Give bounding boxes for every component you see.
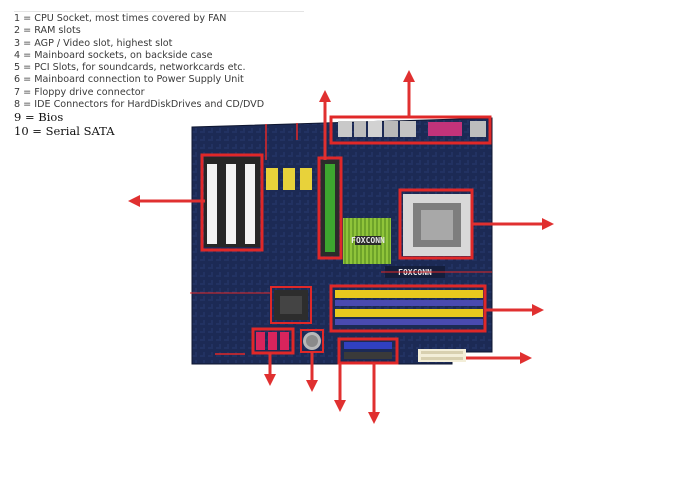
legend-item-bios: 9 = Bios — [14, 110, 64, 125]
arrow-right-cpu — [472, 218, 554, 230]
legend-item-ide-connectors: 8 = IDE Connectors for HardDiskDrives an… — [14, 99, 265, 111]
sata-connectors — [256, 332, 289, 350]
cmos-battery — [303, 332, 321, 350]
arrow-right-ram — [485, 304, 544, 316]
legend-item-ram-slots: 2 = RAM slots — [14, 25, 81, 37]
bios-chip-box — [270, 286, 312, 324]
power-connector — [418, 349, 466, 362]
yellow-headers — [266, 168, 312, 190]
serial-sata-box — [251, 327, 295, 355]
legend-item-power-connector: 6 = Mainboard connection to Power Supply… — [14, 74, 244, 86]
legend-item-floppy-connector: 7 = Floppy drive connector — [14, 86, 145, 98]
arrow-down-sata — [264, 353, 276, 386]
chipset-brand-label: FOXCONN — [351, 236, 385, 245]
ide-connectors-box — [337, 337, 399, 365]
arrow-down-battery — [306, 352, 318, 392]
agp-slot-box — [317, 156, 343, 260]
arrow-down-ide — [334, 363, 346, 412]
legend: 1 = CPU Socket, most times covered by FA… — [14, 11, 304, 138]
legend-item-serial-sata: 10 = Serial SATA — [14, 123, 115, 138]
ide-connectors — [344, 342, 392, 359]
bios-chip — [274, 290, 308, 320]
agp-slot — [321, 160, 339, 256]
cpu-socket — [403, 194, 471, 256]
arrow-up-agp — [319, 90, 331, 160]
arrow-down-floppy — [368, 363, 380, 424]
ram-slots — [335, 290, 483, 325]
legend-item-cpu-socket: 1 = CPU Socket, most times covered by FA… — [14, 13, 227, 24]
legend-item-agp-slot: 3 = AGP / Video slot, highest slot — [14, 37, 173, 49]
arrow-right-power — [466, 352, 532, 364]
legend-item-mainboard-sockets: 4 = Mainboard sockets, on backside case — [14, 49, 213, 61]
chipset-heatsink: FOXCONN — [343, 218, 391, 264]
arrow-up-io — [403, 70, 415, 117]
io-ports — [338, 121, 486, 137]
pci-slots — [204, 157, 260, 247]
arrow-left-pci — [128, 195, 205, 207]
legend-item-pci-slots: 5 = PCI Slots, for soundcards, networkca… — [14, 62, 246, 74]
arrows — [128, 70, 554, 424]
